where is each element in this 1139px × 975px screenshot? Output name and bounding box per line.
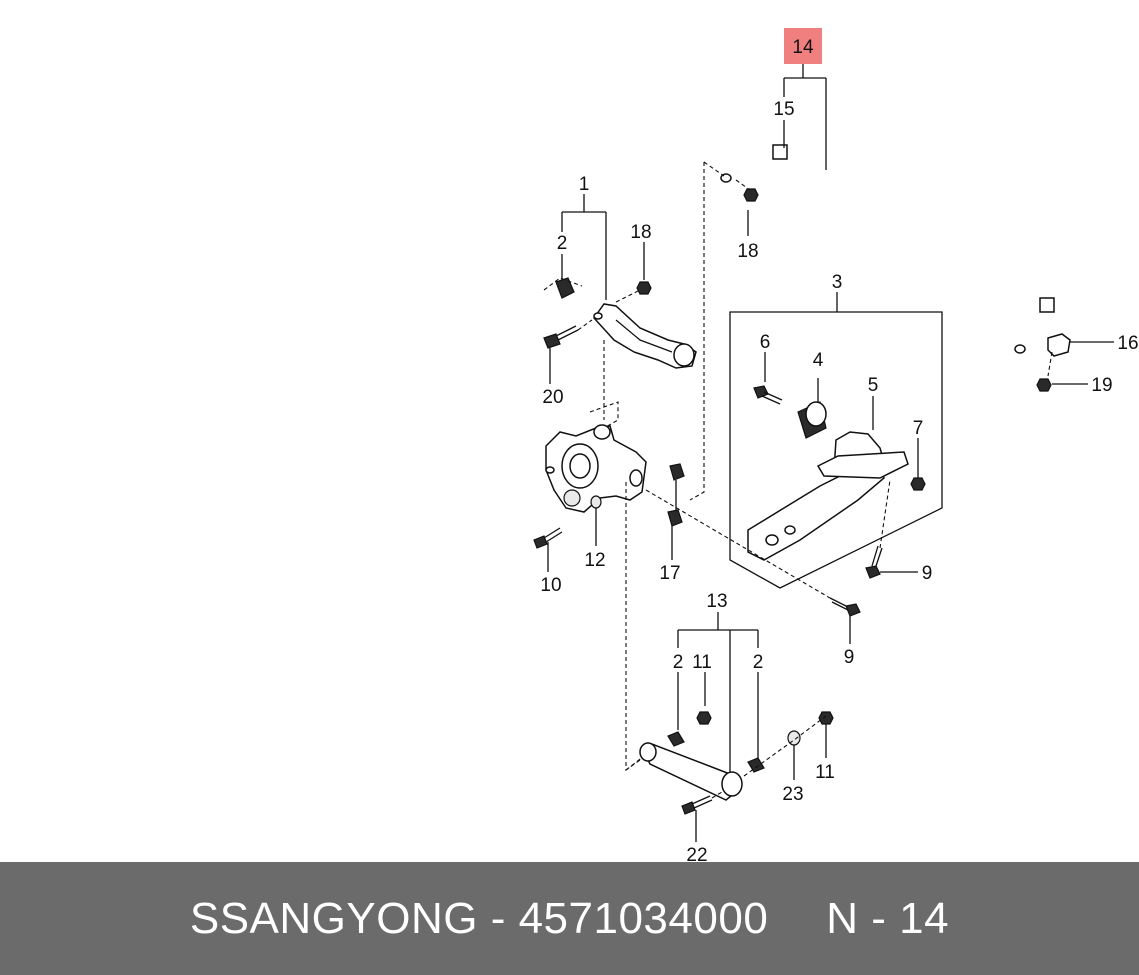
callout-4: 4 [813, 350, 824, 371]
callout-22: 22 [686, 845, 707, 862]
bolt-9-bottom [845, 603, 861, 617]
callout-10: 10 [540, 575, 561, 596]
callout-2-right: 2 [753, 652, 764, 673]
washer-12 [590, 495, 602, 509]
callout-19: 19 [1091, 375, 1112, 396]
callout-11-left: 11 [692, 652, 712, 673]
nut-18-top [743, 188, 759, 202]
callout-1: 1 [579, 174, 590, 195]
callout-2-top: 2 [557, 233, 568, 254]
bolt-22 [681, 801, 696, 815]
trailing-arm-assembly [645, 311, 943, 617]
nut-18-left [636, 281, 652, 295]
callout-9-right: 9 [922, 563, 933, 584]
stabilizer-bushing-right [1039, 297, 1055, 313]
callout-lines [547, 64, 1114, 842]
callout-3: 3 [832, 272, 843, 293]
callout-6: 6 [760, 332, 771, 353]
callout-14: 14 [792, 37, 814, 58]
diagram-reference: N - 14 [826, 893, 950, 943]
callout-9-bottom: 9 [844, 647, 855, 668]
callout-13: 13 [706, 591, 727, 612]
callout-labels: 14 15 18 1 2 18 20 3 6 4 5 7 16 19 10 12… [540, 37, 1138, 862]
nut-11-left [696, 711, 712, 725]
callout-14-highlight-box [784, 28, 822, 64]
nut-7 [910, 477, 926, 491]
bolt-6 [753, 385, 769, 399]
bushing-2-left [667, 731, 685, 747]
bolt-9-right [865, 565, 881, 579]
callout-18-top: 18 [737, 241, 758, 262]
bushing-2-top [555, 277, 575, 299]
stabilizer-bushing-left [772, 144, 788, 160]
brand-part-number: SSANGYONG - 4571034000 [189, 893, 769, 943]
parts-diagram: 14 15 18 1 2 18 20 3 6 4 5 7 16 19 10 12… [533, 28, 1139, 862]
callout-23: 23 [782, 784, 803, 805]
nut-11-right [818, 711, 834, 725]
callout-15: 15 [773, 99, 794, 120]
upper-control-arm [543, 277, 697, 429]
callout-20: 20 [542, 387, 563, 408]
callout-11-right: 11 [815, 762, 835, 783]
stabilizer-bar-assembly [689, 144, 1071, 501]
link-17-bottom [667, 509, 683, 527]
link-17-top [669, 463, 685, 481]
knuckle-assembly [533, 424, 685, 772]
callout-12: 12 [584, 550, 605, 571]
callout-7: 7 [913, 418, 924, 439]
callout-17: 17 [659, 563, 680, 584]
bushing-2-right [747, 757, 765, 773]
stabilizer-bracket [1047, 333, 1071, 357]
part-number-banner: SSANGYONG - 4571034000 N - 14 [0, 862, 1139, 975]
callout-2-left: 2 [673, 652, 684, 673]
callout-5: 5 [868, 375, 879, 396]
lower-link-assembly [625, 711, 834, 815]
bolt-10 [533, 535, 548, 549]
nut-19 [1036, 378, 1052, 392]
callout-16: 16 [1117, 333, 1138, 354]
callout-18-left: 18 [630, 222, 651, 243]
bolt-20 [543, 333, 561, 349]
